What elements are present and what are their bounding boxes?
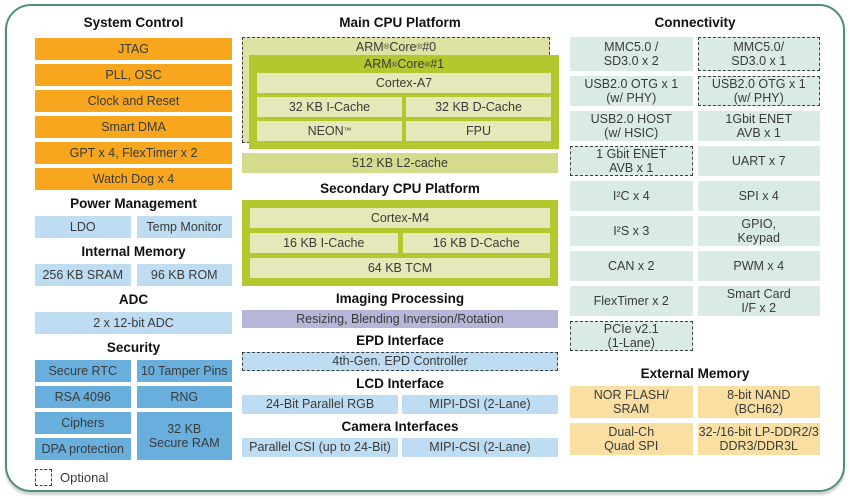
block-epd-controller: 4th-Gen. EPD Controller [242,352,558,371]
section-title-lcd: LCD Interface [356,376,444,391]
camera-blocks: Parallel CSI (up to 24-Bit) MIPI-CSI (2-… [242,438,558,457]
optional-dashed-icon [35,469,52,486]
block-pcie-optional: PCIe v2.1 (1-Lane) [570,321,693,351]
internal-memory-blocks: 256 KB SRAM 96 KB ROM [35,264,232,286]
right-column: Connectivity MMC5.0 / SD3.0 x 2 MMC5.0/ … [570,14,820,455]
system-control-blocks: JTAG PLL, OSC Clock and Reset Smart DMA … [35,38,232,190]
block-secure-rtc: Secure RTC [35,360,131,382]
external-memory-blocks: NOR FLASH/ SRAM 8-bit NAND (BCH62) Dual-… [570,386,820,455]
block-ldo: LDO [35,216,131,238]
block-secure-ram: 32 KB Secure RAM [136,412,232,460]
block-rsa: RSA 4096 [35,386,131,408]
section-title-epd: EPD Interface [356,333,444,348]
lcd-blocks: 24-Bit Parallel RGB MIPI-DSI (2-Lane) [242,395,558,414]
block-usb-otg-phy: USB2.0 OTG x 1 (w/ PHY) [570,76,693,106]
block-usb-host-hsic: USB2.0 HOST (w/ HSIC) [570,111,693,141]
section-title-power-management: Power Management [70,196,197,211]
block-gpio-keypad: GPIO, Keypad [697,216,820,246]
block-pwm: PWM x 4 [697,251,820,281]
section-title-external-memory: External Memory [640,366,750,381]
arm-core1-label: ARM® Core® #1 [363,57,445,71]
empty-cell [698,321,821,351]
block-mipi-csi: MIPI-CSI (2-Lane) [402,438,558,457]
block-adc: 2 x 12-bit ADC [35,312,232,334]
block-m4-dcache: 16 KB D-Cache [402,233,550,253]
security-blocks: Secure RTC 10 Tamper Pins RSA 4096 RNG C… [35,360,232,460]
block-temp-monitor: Temp Monitor [136,216,232,238]
block-gpt-flextimer: GPT x 4, FlexTimer x 2 [35,142,232,164]
block-smart-card: Smart Card I/F x 2 [697,286,820,316]
block-i2c: I²C x 4 [570,181,693,211]
block-usb-otg-phy-optional: USB2.0 OTG x 1 (w/ PHY) [697,76,820,106]
section-title-camera: Camera Interfaces [341,419,459,434]
arm-core1-box: ARM® Core® #1 Cortex-A7 32 KB I-Cache 32… [249,55,559,149]
block-fpu: FPU [406,121,551,141]
arm-core0-label: ARM® Core® #0 [355,39,437,54]
block-dpa-protection: DPA protection [35,438,131,460]
section-title-secondary-cpu: Secondary CPU Platform [320,181,480,196]
section-title-security: Security [106,340,161,355]
block-spi: SPI x 4 [697,181,820,211]
block-m4-icache: 16 KB I-Cache [250,233,398,253]
block-imaging: Resizing, Blending Inversion/Rotation [242,310,558,328]
block-smart-dma: Smart DMA [35,116,232,138]
block-gbit-enet-avb: 1Gbit ENET AVB x 1 [697,111,820,141]
block-a7-icache: 32 KB I-Cache [257,97,402,117]
block-i2s: I²S x 3 [570,216,693,246]
block-ddr: 32-/16-bit LP-DDR2/3 DDR3/DDR3L [697,423,820,455]
left-column: System Control JTAG PLL, OSC Clock and R… [35,14,232,486]
block-nand: 8-bit NAND (BCH62) [697,386,820,418]
block-watchdog: Watch Dog x 4 [35,168,232,190]
block-parallel-rgb: 24-Bit Parallel RGB [242,395,398,414]
block-tcm: 64 KB TCM [250,258,550,278]
block-a7-dcache: 32 KB D-Cache [406,97,551,117]
block-mmc-sd-x2: MMC5.0 / SD3.0 x 2 [570,37,693,71]
section-title-main-cpu: Main CPU Platform [339,15,461,30]
block-parallel-csi: Parallel CSI (up to 24-Bit) [242,438,398,457]
block-clock-reset: Clock and Reset [35,90,232,112]
block-gbit-enet-avb-optional: 1 Gbit ENET AVB x 1 [570,146,693,176]
block-l2-cache: 512 KB L2-cache [242,153,558,173]
block-can: CAN x 2 [570,251,693,281]
block-tamper-pins: 10 Tamper Pins [136,360,232,382]
section-title-internal-memory: Internal Memory [81,244,186,259]
secondary-cpu-box: Cortex-M4 16 KB I-Cache 16 KB D-Cache 64… [242,200,558,286]
block-pll-osc: PLL, OSC [35,64,232,86]
connectivity-blocks: MMC5.0 / SD3.0 x 2 MMC5.0/ SD3.0 x 1 USB… [570,37,820,351]
block-jtag: JTAG [35,38,232,60]
section-title-connectivity: Connectivity [654,15,736,30]
section-title-system-control: System Control [83,15,184,30]
block-cortex-a7: Cortex-A7 [257,73,551,93]
block-ciphers: Ciphers [35,412,131,434]
middle-column: Main CPU Platform ARM® Core® #0 ARM® Cor… [242,14,559,457]
block-cortex-m4: Cortex-M4 [250,208,550,228]
optional-legend-label: Optional [60,470,109,485]
block-flextimer: FlexTimer x 2 [570,286,693,316]
optional-legend: Optional [35,469,232,486]
section-title-adc: ADC [118,292,149,307]
block-nor-flash-sram: NOR FLASH/ SRAM [570,386,693,418]
block-mipi-dsi: MIPI-DSI (2-Lane) [402,395,558,414]
section-title-imaging: Imaging Processing [335,291,465,306]
power-management-blocks: LDO Temp Monitor [35,216,232,238]
block-mmc-sd-x1-optional: MMC5.0/ SD3.0 x 1 [697,37,820,71]
block-sram: 256 KB SRAM [35,264,131,286]
block-rng: RNG [136,386,232,408]
block-rom: 96 KB ROM [136,264,232,286]
arm-core0-box: ARM® Core® #0 ARM® Core® #1 Cortex-A7 32… [242,37,559,149]
block-quad-spi: Dual-Ch Quad SPI [570,423,693,455]
block-uart: UART x 7 [697,146,820,176]
